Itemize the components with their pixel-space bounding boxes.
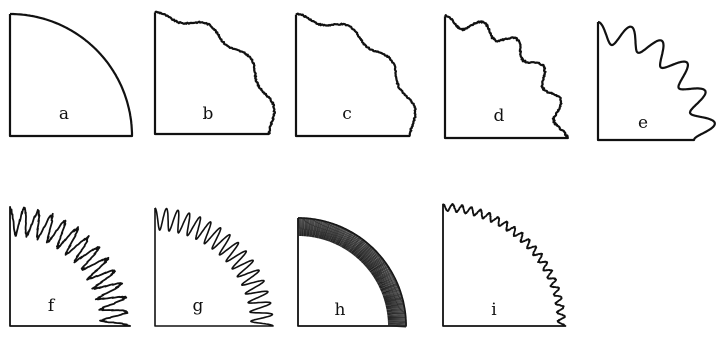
panel-f: f — [9, 206, 131, 327]
panel-b: b — [153, 10, 276, 136]
quadrant-shape-e — [596, 20, 716, 142]
quadrant-shape-c — [294, 12, 417, 138]
panel-e: e — [596, 20, 716, 142]
panel-c: c — [294, 12, 417, 138]
panel-label-h: h — [335, 300, 346, 320]
panel-label-b: b — [203, 104, 214, 124]
panel-g: g — [154, 207, 274, 327]
panel-label-f: f — [48, 296, 56, 316]
quadrant-shape-i — [442, 203, 567, 327]
panel-label-d: d — [494, 106, 505, 126]
quadrant-shape-b — [153, 10, 276, 136]
panel-d: d — [443, 14, 569, 140]
hatched-band-h — [297, 217, 407, 328]
quadrant-shape-d — [443, 14, 569, 140]
panel-label-i: i — [491, 300, 497, 320]
panel-h: h — [297, 217, 407, 328]
panel-label-g: g — [193, 296, 204, 316]
quadrant-shape-g — [154, 207, 274, 327]
panel-i: i — [442, 203, 567, 327]
panel-label-c: c — [342, 104, 352, 124]
quadrant-shape-f — [9, 206, 131, 327]
quadrant-shape-a — [8, 12, 134, 138]
panel-label-e: e — [638, 113, 648, 133]
panel-label-a: a — [59, 104, 69, 124]
panel-a: a — [8, 12, 134, 138]
